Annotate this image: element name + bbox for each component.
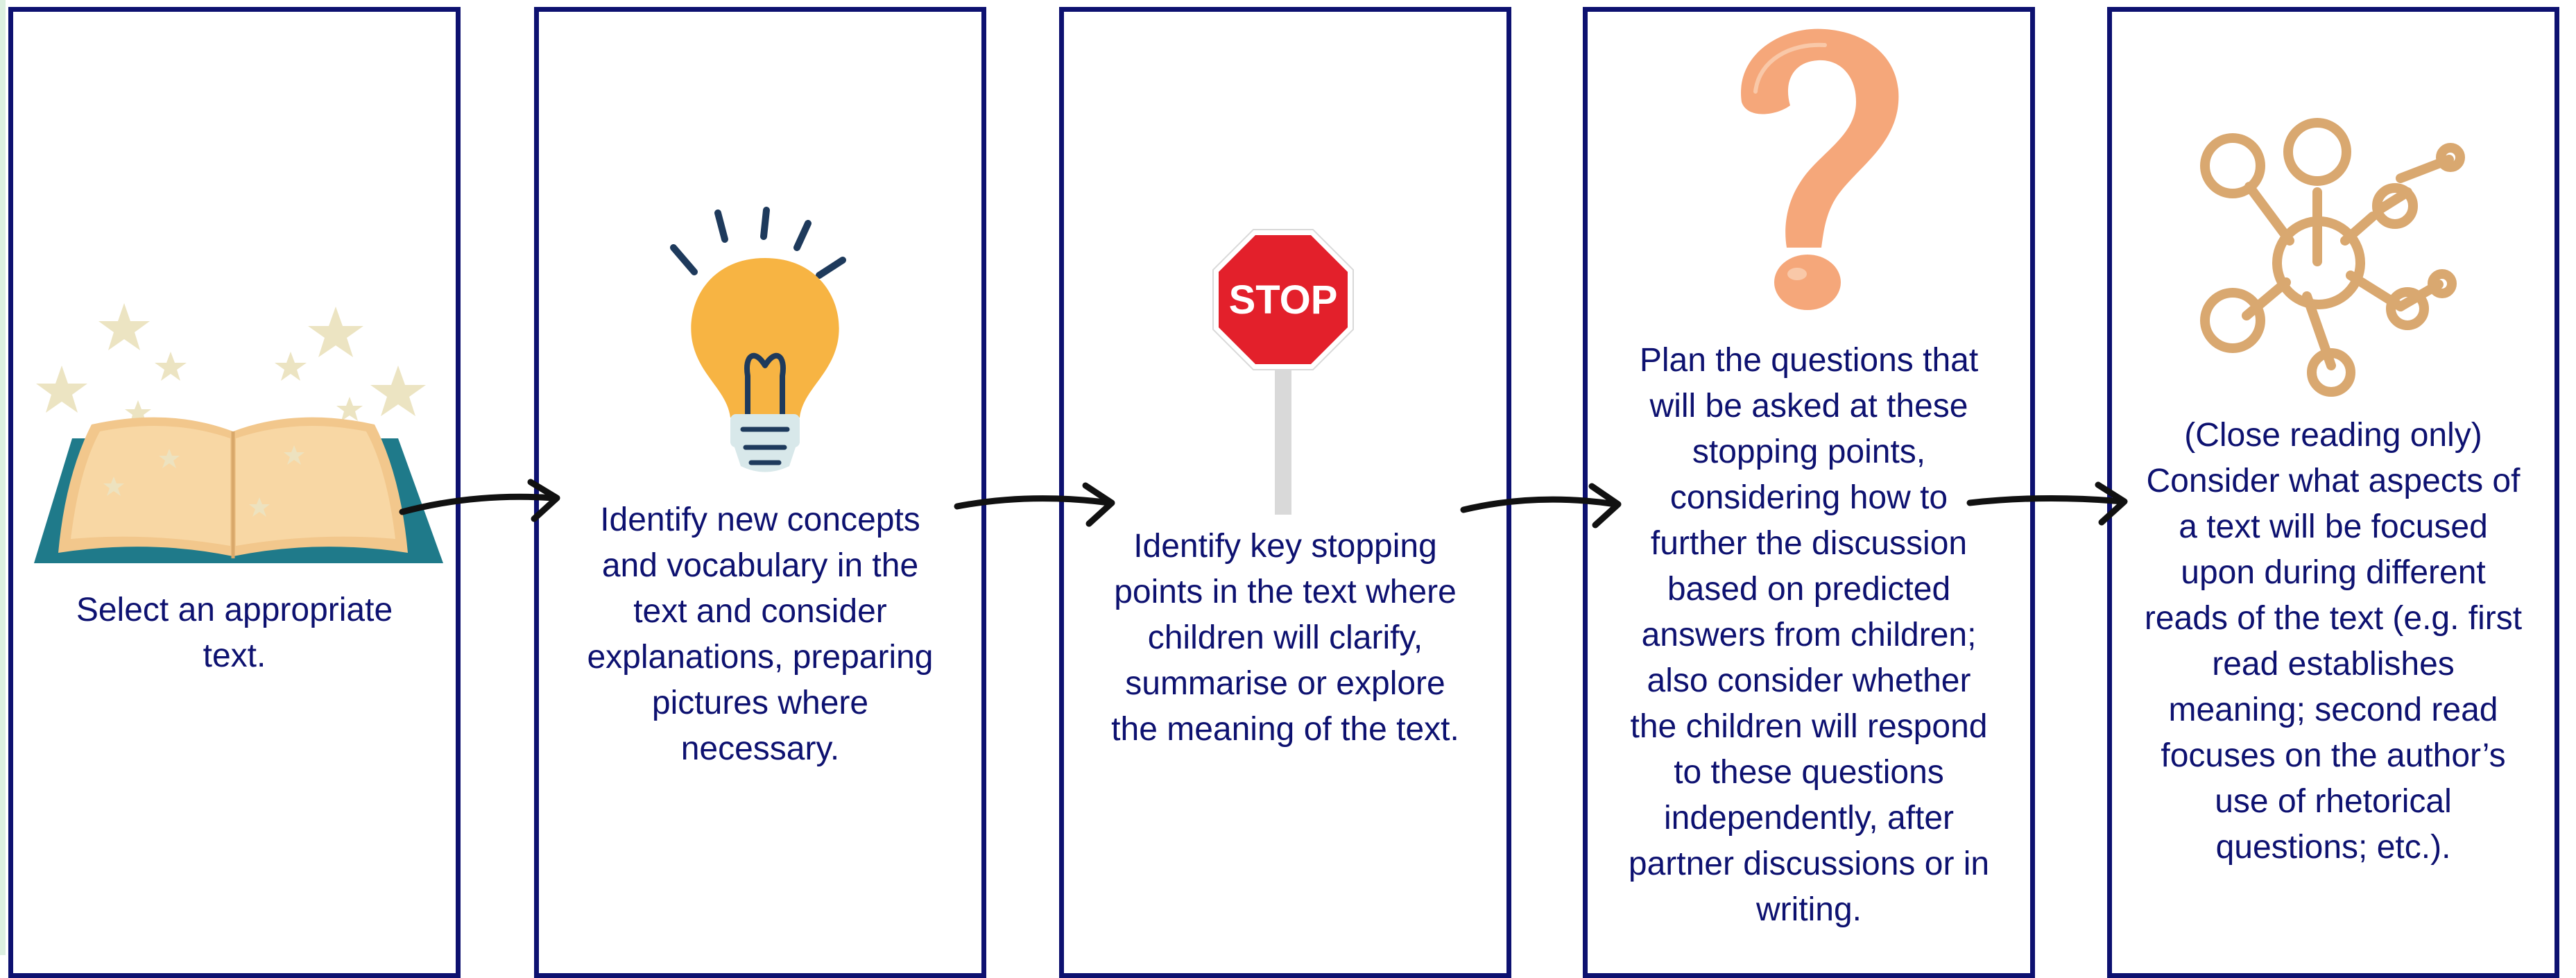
text-line: Consider what aspects of [2146, 463, 2521, 499]
text-line: Identify key stopping [1133, 528, 1437, 565]
stop-sign-icon: STOP [1212, 229, 1354, 515]
text-line: will be asked at these [1649, 388, 1968, 424]
arrow-connector-2 [954, 482, 1115, 527]
left-edge-strip [0, 0, 6, 955]
text-line: (Close reading only) [2184, 417, 2482, 454]
text-line: to these questions [1674, 754, 1944, 791]
text-line: Select an appropriate [76, 592, 393, 628]
stop-sign-text: STOP [1229, 277, 1338, 323]
text-line: and vocabulary in the [601, 547, 919, 584]
text-line: upon during different [2181, 554, 2486, 591]
text-line: read establishes [2212, 646, 2455, 683]
text-line: points in the text where [1114, 574, 1457, 610]
step-panel-3: STOP Identify key stopping points in the… [1059, 7, 1511, 978]
network-nodes-icon [2200, 118, 2465, 397]
text-line: based on predicted [1667, 571, 1951, 608]
arrow-connector-4 [1966, 481, 2128, 526]
text-line: focuses on the author’s [2161, 737, 2506, 774]
text-line: writing. [1755, 891, 1862, 928]
text-line: explanations, preparing [587, 639, 934, 676]
step-panel-4: Plan the questions that will be asked at… [1583, 7, 2035, 978]
text-line: text. [203, 637, 266, 674]
text-line: Plan the questions that [1639, 342, 1979, 379]
text-line: considering how to [1669, 479, 1948, 516]
open-book-icon [34, 303, 443, 563]
text-line: reads of the text (e.g. first [2144, 600, 2523, 637]
question-mark-icon [1741, 28, 1899, 310]
text-line: partner discussions or in [1628, 846, 1990, 882]
text-line: Identify new concepts [600, 501, 920, 538]
step-1-text: Select an appropriate text. [13, 587, 456, 679]
text-line: necessary. [680, 730, 840, 767]
text-line: also consider whether [1647, 662, 1971, 699]
text-line: use of rhetorical [2215, 783, 2452, 820]
step-panel-5: (Close reading only) Consider what aspec… [2107, 7, 2559, 978]
text-line: the children will respond [1630, 708, 1988, 745]
text-line: stopping points, [1692, 434, 1926, 470]
step-panel-1: Select an appropriate text. [8, 7, 461, 978]
text-line: further the discussion [1650, 525, 1968, 562]
step-3-text: Identify key stopping points in the text… [1064, 524, 1506, 753]
step-2-text: Identify new concepts and vocabulary in … [539, 497, 981, 772]
step-4-text: Plan the questions that will be asked at… [1588, 338, 2030, 933]
text-line: summarise or explore [1125, 665, 1445, 702]
text-line: text and consider [633, 593, 887, 630]
arrow-connector-1 [399, 479, 560, 522]
text-line: answers from children; [1641, 617, 1977, 653]
text-line: questions; etc.). [2215, 829, 2451, 866]
text-line: independently, after [1663, 800, 1955, 837]
text-line: meaning; second read [2168, 692, 2498, 728]
text-line: children will clarify, [1147, 619, 1423, 656]
text-line: the meaning of the text. [1111, 711, 1459, 748]
step-panel-2: Identify new concepts and vocabulary in … [534, 7, 986, 978]
text-line: pictures where [651, 685, 869, 721]
lightbulb-icon [670, 207, 846, 472]
step-5-text: (Close reading only) Consider what aspec… [2112, 413, 2554, 870]
arrow-connector-3 [1460, 483, 1622, 529]
text-line: a text will be focused [2179, 508, 2488, 545]
